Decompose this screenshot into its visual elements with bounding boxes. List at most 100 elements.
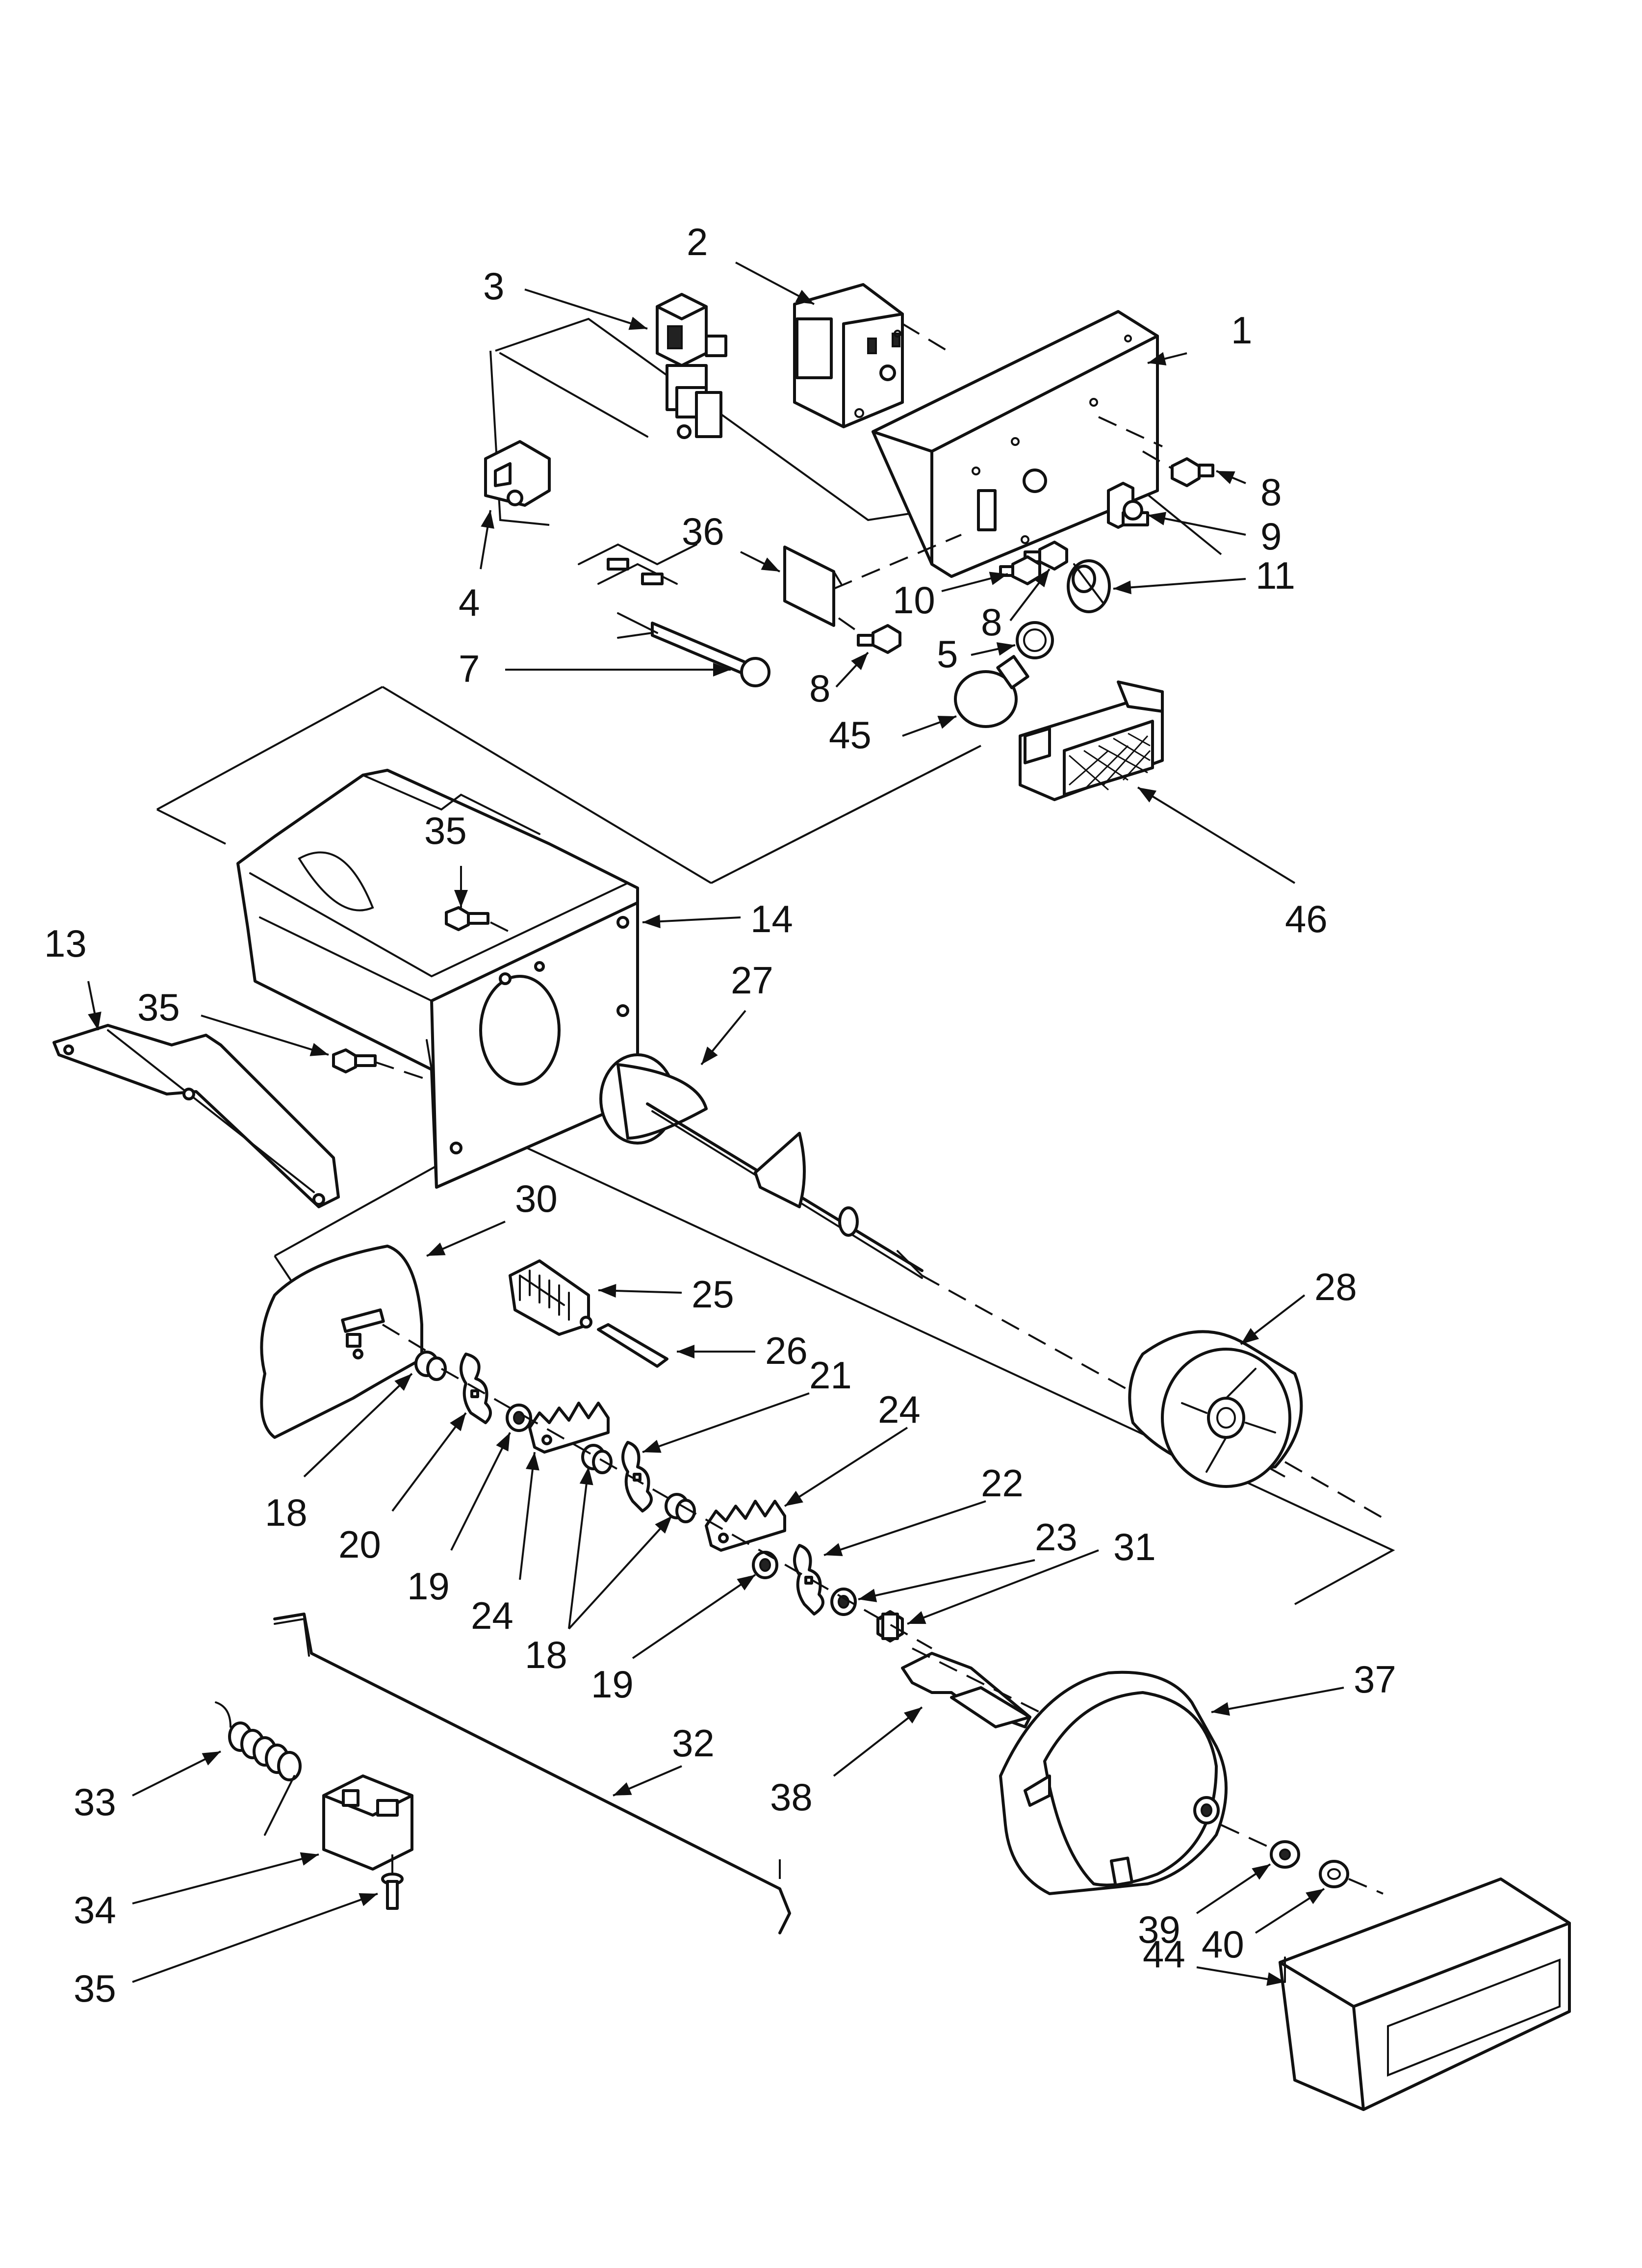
leader-20 — [391, 1412, 467, 1512]
callout-7: 7 — [459, 647, 480, 690]
part-30-housing-plate — [260, 1245, 433, 1439]
arrowhead-37 — [1211, 1702, 1230, 1716]
part-19-washer-a — [506, 1404, 532, 1432]
arrowhead-23 — [858, 1589, 877, 1602]
leader-22 — [823, 1500, 986, 1556]
leader-21 — [642, 1392, 810, 1453]
arrowhead-18b — [579, 1467, 593, 1486]
arrowhead-40 — [1306, 1889, 1324, 1904]
part-4-bracket — [484, 352, 648, 507]
arrowhead-19a — [496, 1433, 510, 1452]
callout-26: 26 — [765, 1329, 808, 1372]
callout-arrowheads — [88, 289, 1324, 1986]
arrowhead-27 — [701, 1046, 718, 1065]
part-25-blade-block — [509, 1259, 592, 1336]
screw-8-lower — [838, 617, 901, 654]
part-21-blade — [621, 1441, 653, 1512]
arrowhead-26 — [677, 1345, 694, 1358]
arrowhead-14 — [642, 914, 661, 929]
arrowhead-21 — [642, 1439, 662, 1453]
arrowhead-18a — [394, 1374, 412, 1391]
part-34-clip — [322, 1774, 413, 1871]
arrowhead-20 — [450, 1413, 466, 1432]
arrowhead-39 — [1252, 1864, 1270, 1880]
callout-38: 38 — [770, 1775, 813, 1819]
arrowhead-8b — [1033, 569, 1050, 588]
callout-36: 36 — [682, 510, 724, 553]
callout-14: 14 — [750, 897, 793, 940]
callout-45: 45 — [829, 713, 872, 756]
screw-10 — [999, 555, 1041, 585]
callout-34: 34 — [74, 1888, 116, 1931]
part-27-auger — [599, 1053, 924, 1279]
part-3-solenoid — [656, 293, 727, 439]
leader-24a — [519, 1452, 536, 1580]
callout-24-b: 24 — [878, 1388, 921, 1431]
callout-18-a: 18 — [265, 1491, 308, 1534]
crusher-stack — [414, 1351, 932, 1649]
leader-37 — [1211, 1687, 1344, 1713]
callout-3: 3 — [483, 264, 504, 308]
motor-axis-line — [1348, 1878, 1384, 1895]
part-9-connector — [1107, 482, 1149, 529]
part-26-pin — [597, 1323, 668, 1368]
part-39-washer — [1270, 1840, 1300, 1869]
arrowhead-3 — [628, 316, 647, 330]
callout-46: 46 — [1285, 897, 1328, 940]
arrowhead-38 — [903, 1707, 922, 1724]
leader-11 — [1113, 578, 1246, 590]
part-11-lamp-socket — [1067, 559, 1111, 613]
arrowhead-35a — [454, 890, 468, 908]
part-46-lamp-cover — [1019, 680, 1164, 801]
screw-35-lower — [381, 1854, 404, 1910]
screw-8-right — [1142, 450, 1214, 487]
arrowhead-5 — [996, 642, 1015, 656]
callout-labels: 2 3 1 4 7 36 8 9 11 10 8 8 5 45 46 14 35… — [44, 220, 1396, 2010]
arrowhead-7 — [713, 663, 731, 677]
callout-8-lower: 8 — [809, 667, 830, 710]
arrowhead-4 — [481, 510, 494, 529]
part-38-lever — [901, 1647, 1050, 1728]
arrowhead-34 — [300, 1852, 319, 1866]
part-1-control-housing — [872, 310, 1163, 578]
part-7-sensor — [578, 543, 770, 687]
callout-13: 13 — [44, 922, 87, 965]
callout-21: 21 — [809, 1354, 852, 1397]
part-40-clip — [1319, 1860, 1349, 1888]
leader-35c — [132, 1893, 378, 1983]
leader-38 — [833, 1706, 923, 1777]
callout-20: 20 — [338, 1523, 381, 1566]
callout-25: 25 — [692, 1273, 734, 1316]
arrowhead-45 — [937, 716, 956, 729]
arrowhead-35c — [359, 1893, 378, 1906]
callout-28: 28 — [1314, 1265, 1357, 1308]
part-2-transformer — [793, 283, 952, 428]
arrowhead-46 — [1138, 787, 1157, 803]
callout-18-b: 18 — [525, 1633, 567, 1676]
part-36-cover-plate — [783, 534, 962, 627]
callout-11: 11 — [1256, 554, 1295, 597]
callout-8-right: 8 — [1260, 470, 1282, 514]
callout-33: 33 — [74, 1780, 116, 1824]
leader-46 — [1137, 786, 1296, 884]
part-22-blade — [793, 1544, 824, 1616]
arrowhead-8a — [1216, 471, 1235, 484]
callout-39: 39 — [1138, 1908, 1180, 1951]
arrowhead-1 — [1148, 352, 1167, 365]
callout-8-mid: 8 — [981, 600, 1002, 644]
leader-18b — [568, 1466, 590, 1629]
arrowhead-13 — [88, 1011, 102, 1030]
callout-23: 23 — [1035, 1515, 1078, 1559]
part-24-blade-b — [705, 1500, 786, 1552]
leader-24b — [784, 1427, 908, 1507]
callout-31: 31 — [1113, 1525, 1156, 1568]
part-18-bushing-a — [414, 1351, 447, 1381]
arrowhead-31 — [907, 1611, 926, 1624]
part-24-blade-a — [528, 1402, 610, 1454]
arrowhead-25 — [598, 1284, 616, 1298]
part-44-motor-cover — [1279, 1877, 1571, 2111]
callout-44: 44 — [1143, 1932, 1185, 1976]
part-37-motor-housing — [999, 1670, 1285, 1895]
screw-35-left — [332, 1048, 427, 1080]
